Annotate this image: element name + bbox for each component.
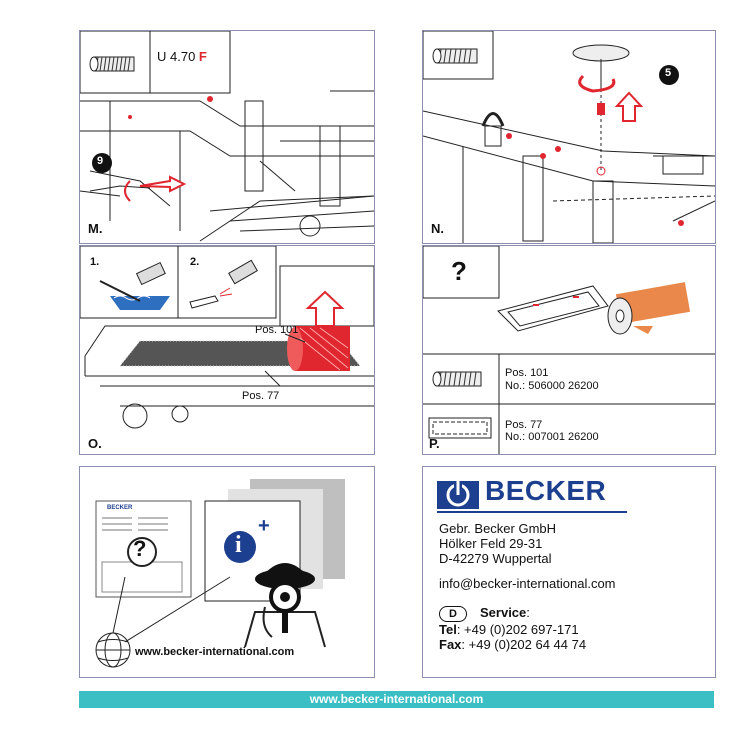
panel-m: 9 U 4.70 F M. bbox=[79, 30, 375, 244]
part-77-pos: Pos. 77 bbox=[505, 419, 543, 431]
becker-logo bbox=[437, 481, 479, 509]
part-101-pos: Pos. 101 bbox=[505, 367, 549, 379]
panel-label-m: M. bbox=[88, 221, 103, 236]
contact-brand: BECKER bbox=[485, 475, 607, 506]
panel-o: 1. 2. Pos. 101 Pos. 77 O. bbox=[79, 245, 375, 455]
info-letter: i bbox=[235, 532, 242, 558]
company-name: Gebr. Becker GmbH bbox=[439, 521, 557, 536]
info-illustration bbox=[95, 479, 345, 668]
panel-label-o: O. bbox=[88, 436, 102, 451]
arrow-up-icon bbox=[305, 290, 345, 327]
tel-label: Tel bbox=[439, 622, 457, 637]
threaded-bolt-icon bbox=[432, 48, 478, 64]
panel-p: ? Pos. 101 No.: 506000 26200 Pos. 77 No.… bbox=[422, 245, 716, 455]
part-101-no: No.: 506000 26200 bbox=[505, 380, 599, 392]
doc-brand: BECKER bbox=[107, 505, 133, 511]
footer-url-bar[interactable]: www.becker-international.com bbox=[79, 691, 714, 708]
part-code-suffix: F bbox=[198, 49, 207, 64]
email-link[interactable]: info@becker-international.com bbox=[439, 576, 616, 591]
pos-101-label: Pos. 101 bbox=[255, 324, 299, 336]
service-colon: : bbox=[526, 605, 530, 620]
country-badge: D bbox=[439, 606, 467, 622]
contact-brand-underline bbox=[437, 511, 627, 513]
arrow-left-icon bbox=[139, 175, 187, 193]
info-url[interactable]: www.becker-international.com bbox=[135, 646, 295, 658]
tel-value[interactable]: : +49 (0)202 697-171 bbox=[456, 622, 579, 637]
part-77-no: No.: 007001 26200 bbox=[505, 431, 599, 443]
threaded-bolt-icon bbox=[89, 56, 135, 72]
info-plus: + bbox=[258, 515, 270, 537]
arrow-up-icon bbox=[614, 91, 644, 122]
info-panel: BECKER ? i + www.becker-international.co… bbox=[79, 466, 375, 678]
service-label: Service bbox=[480, 605, 527, 620]
panel-p-illustration bbox=[423, 246, 715, 454]
filter-cartridge bbox=[287, 326, 350, 371]
street: Hölker Feld 29-31 bbox=[439, 536, 543, 551]
fax-label: Fax bbox=[439, 637, 462, 652]
panel-label-n: N. bbox=[431, 221, 444, 236]
fax-value: : +49 (0)202 64 44 74 bbox=[461, 637, 587, 652]
step-badge bbox=[659, 65, 679, 85]
city: D-42279 Wuppertal bbox=[439, 551, 552, 566]
gasket-small-icon bbox=[428, 417, 492, 439]
panel-n: 5 N. bbox=[422, 30, 716, 244]
panel-n-illustration bbox=[423, 31, 715, 243]
filter-cylinder-icon bbox=[607, 282, 691, 335]
panel-o-illustration bbox=[80, 246, 374, 429]
globe-icon bbox=[95, 632, 131, 668]
spray-icon bbox=[189, 259, 258, 309]
part-code-text: U 4.70 bbox=[157, 49, 199, 64]
fax-line: Fax: +49 (0)202 64 44 74 bbox=[439, 637, 586, 652]
country-code: D bbox=[449, 608, 457, 620]
panel-m-illustration bbox=[80, 31, 374, 242]
gasket-icon bbox=[497, 285, 609, 332]
detective-magnifier-icon bbox=[244, 563, 326, 648]
panel-label-p: P. bbox=[429, 436, 440, 451]
service-heading: Service: bbox=[480, 605, 530, 620]
pos-77-label: Pos. 77 bbox=[242, 390, 280, 402]
threaded-bolt-icon bbox=[432, 371, 482, 387]
doc-question-icon: ? bbox=[133, 536, 147, 561]
step-2-label: 2. bbox=[190, 256, 200, 268]
contact-panel: BECKER Gebr. Becker GmbH Hölker Feld 29-… bbox=[422, 466, 716, 678]
step-badge-number: 5 bbox=[665, 67, 672, 79]
step-badge-number: 9 bbox=[97, 155, 104, 167]
tel-line: Tel: +49 (0)202 697-171 bbox=[439, 622, 579, 637]
step-1-label: 1. bbox=[90, 256, 100, 268]
cleaning-bath-icon bbox=[99, 261, 170, 310]
question-mark-icon: ? bbox=[451, 256, 467, 286]
part-code: U 4.70 F bbox=[157, 49, 207, 64]
step-badge bbox=[92, 153, 112, 173]
info-icon bbox=[224, 531, 256, 563]
